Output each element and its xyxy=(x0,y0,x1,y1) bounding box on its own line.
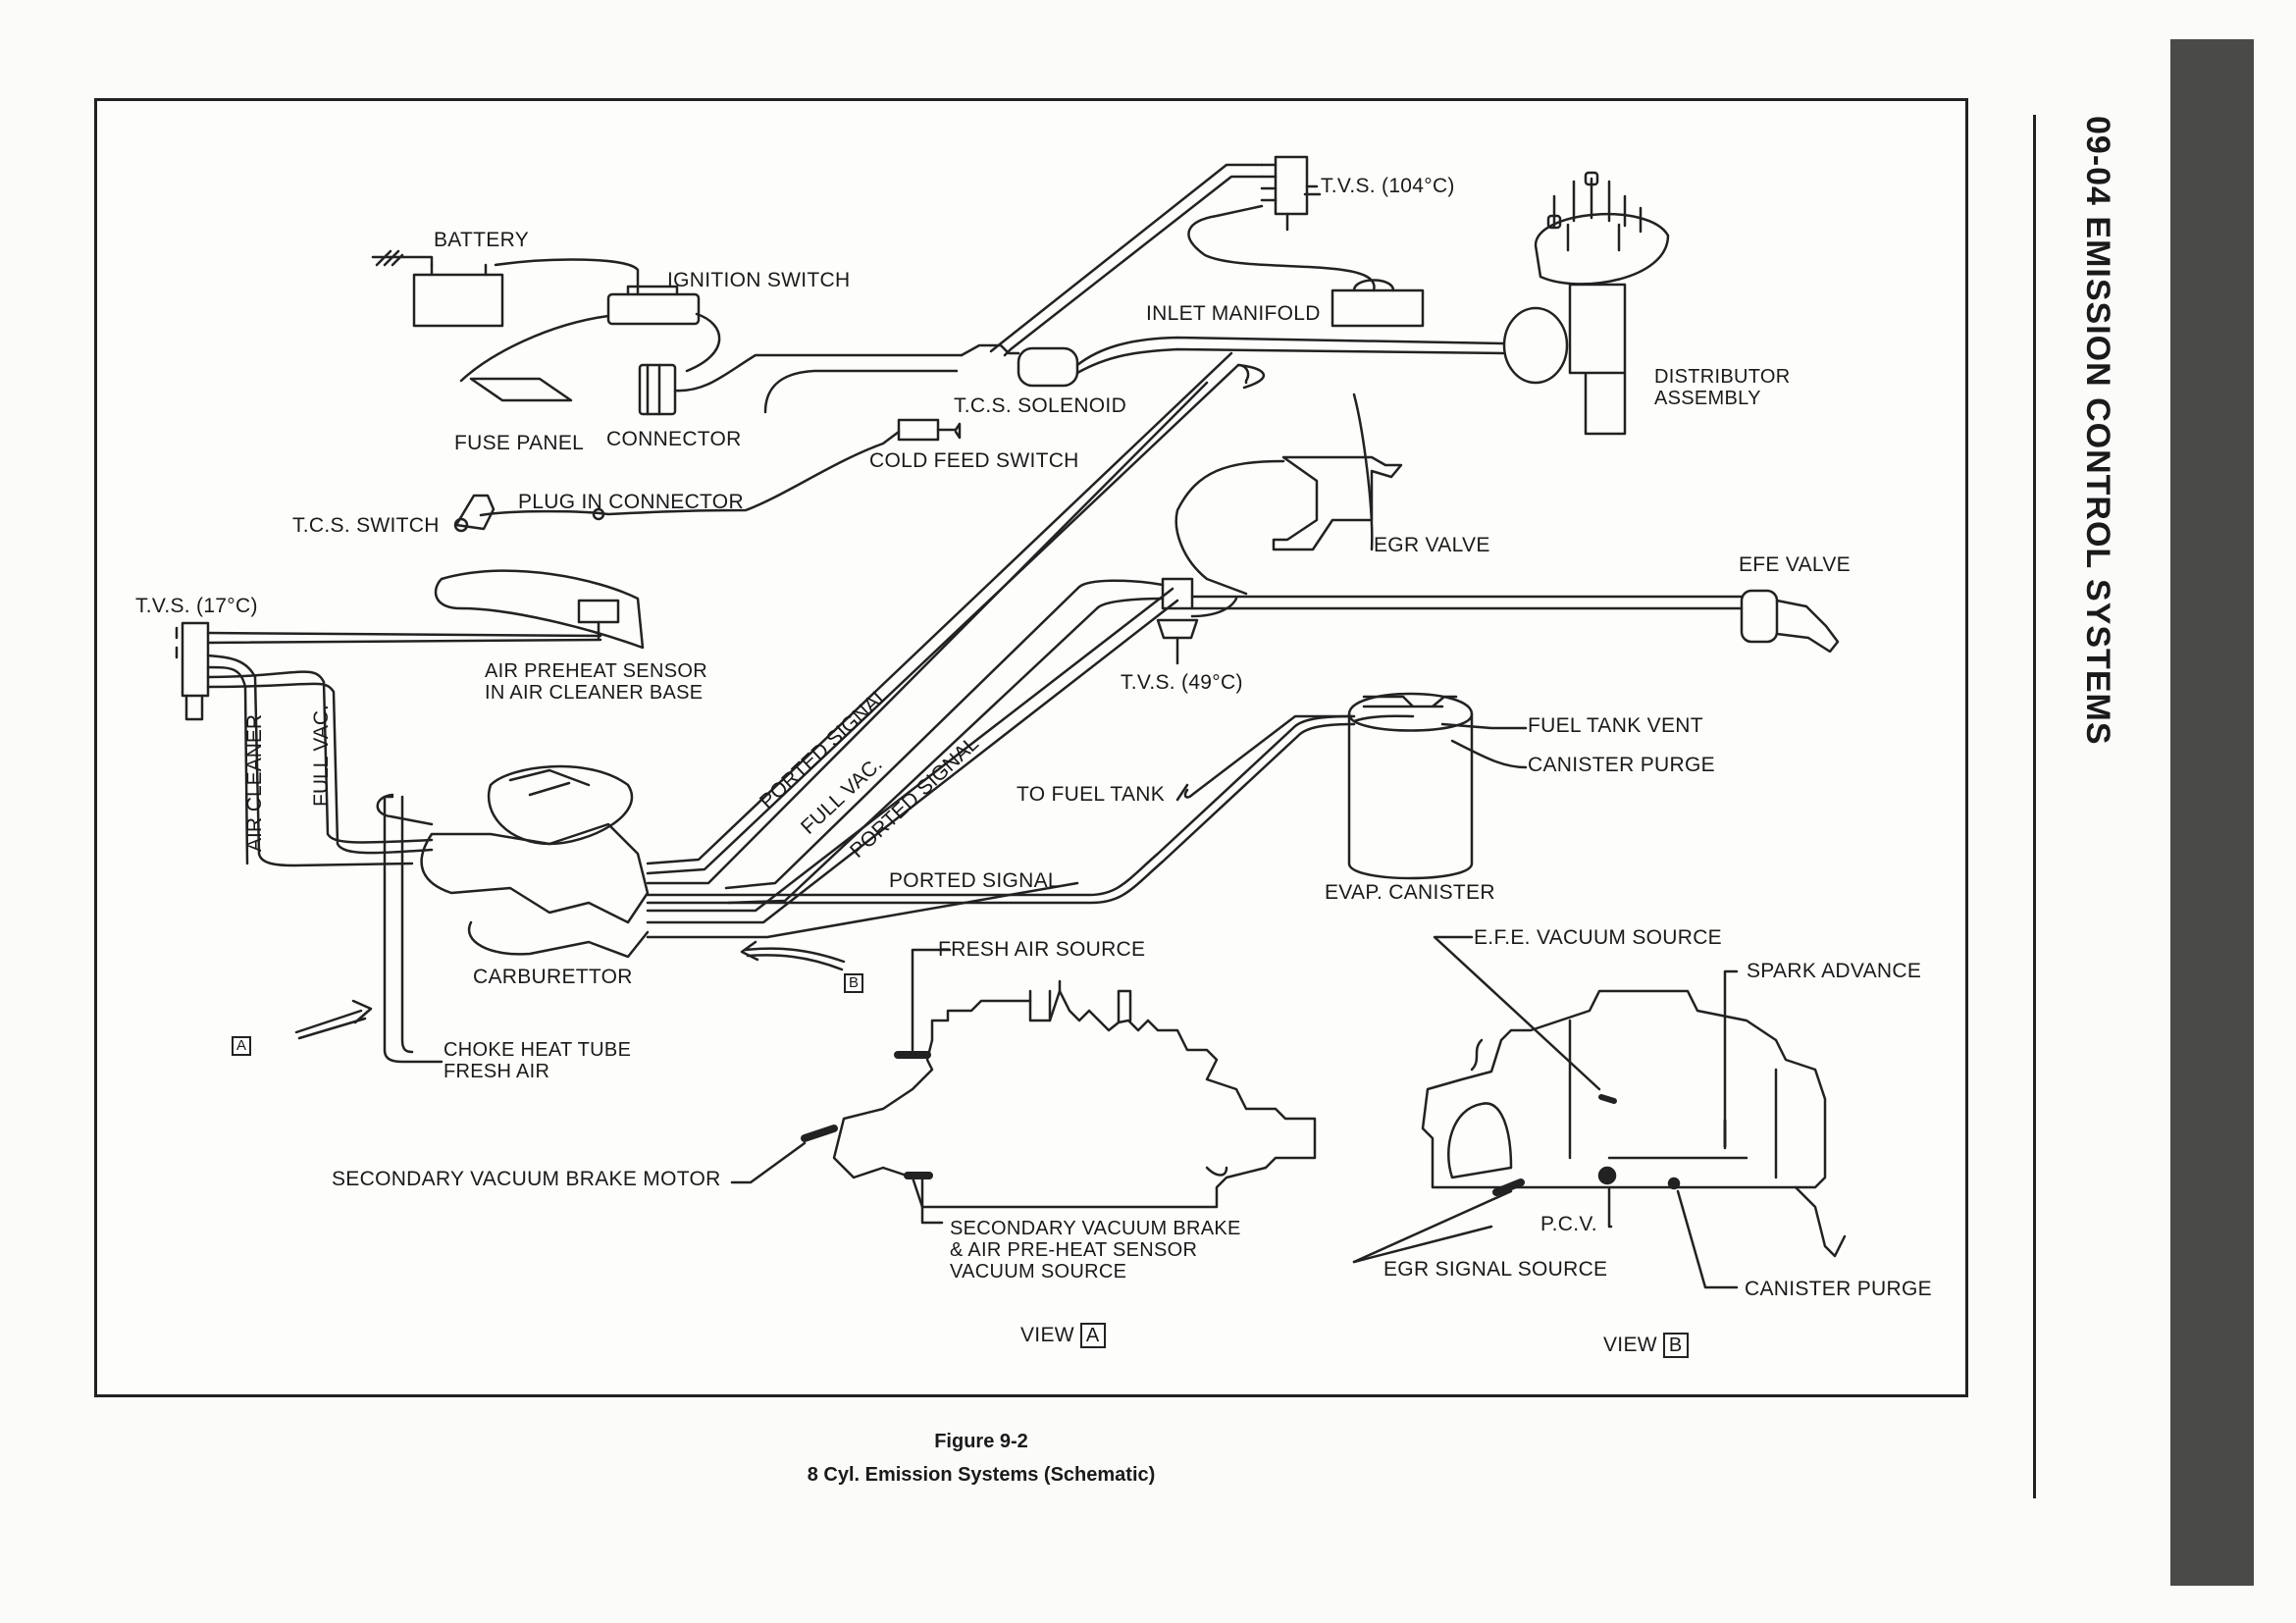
figure-caption: 8 Cyl. Emission Systems (Schematic) xyxy=(807,1464,1156,1486)
label-fresh-air-source: FRESH AIR SOURCE xyxy=(938,938,1146,961)
label-to-fuel-tank: TO FUEL TANK xyxy=(1017,783,1166,806)
label-spark-advance: SPARK ADVANCE xyxy=(1747,960,1922,982)
label-ported-signal-3: PORTED SIGNAL xyxy=(889,869,1060,892)
label-air-preheat-1: AIR PREHEAT SENSOR xyxy=(485,660,707,682)
label-evap-canister: EVAP. CANISTER xyxy=(1325,881,1495,904)
label-pcv: P.C.V. xyxy=(1540,1213,1597,1235)
fuse-panel-icon xyxy=(469,377,573,402)
figure-number: Figure 9-2 xyxy=(934,1431,1028,1452)
inlet-manifold-icon xyxy=(1331,288,1425,328)
label-tvs-49: T.V.S. (49°C) xyxy=(1121,671,1243,694)
label-choke-heat-2: FRESH AIR xyxy=(444,1061,550,1082)
label-inlet-manifold: INLET MANIFOLD xyxy=(1146,302,1321,325)
label-air-cleaner: AIR CLEANER xyxy=(243,713,266,852)
label-distributor-2: ASSEMBLY xyxy=(1654,388,1761,409)
view-a-engine-icon xyxy=(832,989,1317,1209)
view-a-box: A xyxy=(1079,1323,1106,1348)
label-tvs-104: T.V.S. (104°C) xyxy=(1321,175,1455,197)
carburettor-icon xyxy=(420,822,650,924)
distributor-vacuum-advance-icon xyxy=(1502,306,1569,385)
section-divider xyxy=(2033,115,2036,1498)
label-tvs-17: T.V.S. (17°C) xyxy=(135,595,258,617)
label-ignition-switch: IGNITION SWITCH xyxy=(667,269,851,291)
ground-icon xyxy=(371,249,404,267)
label-distributor-1: DISTRIBUTOR xyxy=(1654,366,1791,388)
label-efe-vacuum-source: E.F.E. VACUUM SOURCE xyxy=(1474,926,1722,949)
label-choke-heat-1: CHOKE HEAT TUBE xyxy=(444,1039,632,1061)
label-tcs-switch: T.C.S. SWITCH xyxy=(292,514,440,537)
tcs-switch-icon xyxy=(454,494,496,531)
diagram-frame xyxy=(94,98,1968,1397)
page-edge-bar xyxy=(2170,39,2254,1586)
connector-icon xyxy=(638,363,677,416)
ignition-switch-icon xyxy=(606,292,701,326)
label-canister-purge-b: CANISTER PURGE xyxy=(1745,1278,1932,1300)
tvs-49-icon xyxy=(1161,577,1194,610)
label-secondary-src-2: & AIR PRE-HEAT SENSOR xyxy=(950,1239,1198,1261)
label-plug-in-connector: PLUG IN CONNECTOR xyxy=(518,491,744,513)
marker-b: B xyxy=(844,973,863,993)
label-full-vac-left: FULL VAC. xyxy=(310,705,333,807)
tvs-104-icon xyxy=(1274,155,1309,216)
label-secondary-vacuum-brake-motor: SECONDARY VACUUM BRAKE MOTOR xyxy=(332,1168,721,1190)
label-cold-feed-switch: COLD FEED SWITCH xyxy=(869,449,1079,472)
view-b-engine-icon xyxy=(1421,989,1827,1189)
label-secondary-src-1: SECONDARY VACUUM BRAKE xyxy=(950,1218,1241,1239)
battery-icon xyxy=(412,273,504,328)
evap-canister-icon xyxy=(1347,692,1474,880)
air-cleaner-top-icon xyxy=(487,764,634,846)
view-b-box: B xyxy=(1662,1333,1689,1358)
label-secondary-src-3: VACUUM SOURCE xyxy=(950,1261,1127,1283)
view-b-label: VIEW xyxy=(1603,1334,1657,1356)
section-title: 09-04 EMISSION CONTROL SYSTEMS xyxy=(2079,116,2116,746)
cold-feed-switch-icon xyxy=(897,418,940,442)
label-efe-valve: EFE VALVE xyxy=(1739,553,1851,576)
arrow-b-icon xyxy=(740,940,846,964)
label-connector: CONNECTOR xyxy=(606,428,742,450)
arrow-a-icon xyxy=(294,999,373,1034)
label-fuel-tank-vent: FUEL TANK VENT xyxy=(1528,714,1703,737)
label-carburettor: CARBURETTOR xyxy=(473,966,633,988)
view-a-label: VIEW xyxy=(1020,1324,1074,1346)
marker-a: A xyxy=(232,1036,251,1056)
egr-valve-icon xyxy=(1272,455,1403,551)
label-battery: BATTERY xyxy=(434,229,530,251)
label-canister-purge: CANISTER PURGE xyxy=(1528,754,1715,776)
efe-valve-icon xyxy=(1740,589,1779,644)
label-egr-signal-source: EGR SIGNAL SOURCE xyxy=(1383,1258,1608,1281)
label-air-preheat-2: IN AIR CLEANER BASE xyxy=(485,682,704,704)
tvs-17-icon xyxy=(181,621,210,698)
label-fuse-panel: FUSE PANEL xyxy=(454,432,585,454)
label-tcs-solenoid: T.C.S. SOLENOID xyxy=(954,394,1127,417)
label-egr-valve: EGR VALVE xyxy=(1374,534,1490,556)
tcs-solenoid-icon xyxy=(1017,346,1079,388)
